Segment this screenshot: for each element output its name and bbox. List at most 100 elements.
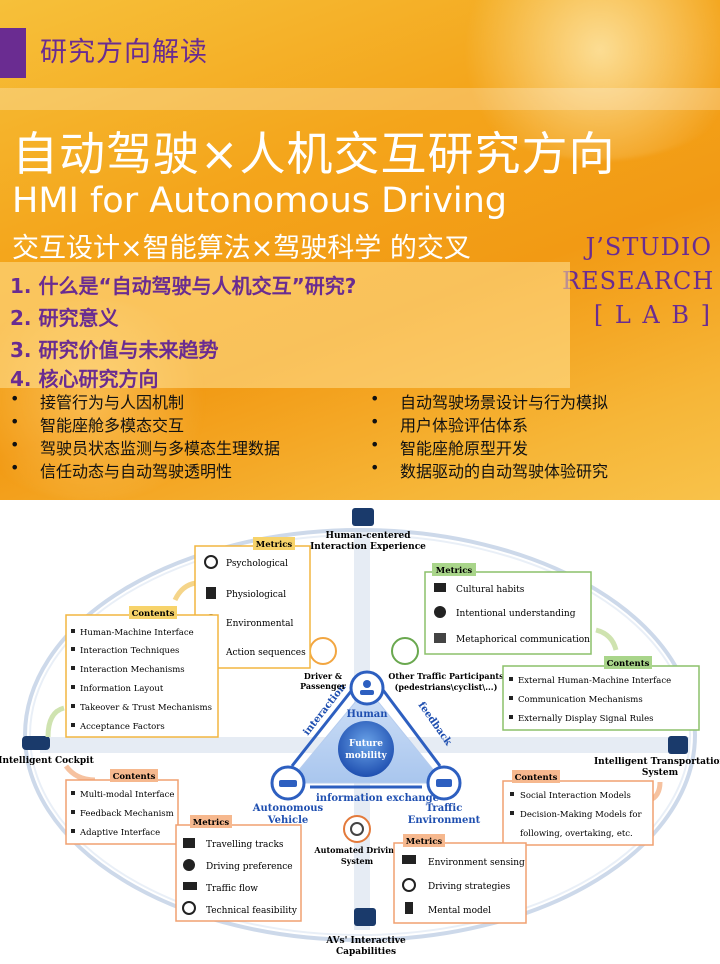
content-item: Interaction Mechanisms — [80, 665, 185, 675]
psychological-icon — [204, 555, 218, 569]
research-bullet: 驾驶员状态监测与多模态生理数据 — [10, 435, 280, 459]
contents-tab — [604, 656, 652, 669]
content-item: Adaptive Interface — [79, 828, 160, 838]
its-icon — [668, 736, 688, 754]
ads-label: Automated Driving — [313, 845, 400, 855]
bottom-label: AVs' Interactive — [325, 936, 406, 946]
connector-arc — [595, 627, 619, 651]
content-item: External Human-Machine Interface — [518, 676, 671, 686]
content-item: Communication Mechanisms — [518, 695, 643, 705]
subtitle-chinese: 交互设计×智能算法×驾驶科学 的交叉 — [12, 233, 471, 264]
human-centered-icon — [352, 508, 374, 526]
contents-tab — [512, 770, 560, 783]
metric-item: Physiological — [226, 590, 286, 600]
section-tag: 研究方向解读 — [40, 37, 208, 68]
contents-title: Contents — [113, 772, 156, 782]
research-bullet: 用户体验评估体系 — [370, 412, 528, 436]
feedback-arrow — [381, 689, 442, 767]
contents-title: Contents — [607, 659, 650, 669]
preference-icon — [183, 859, 195, 871]
strategy-icon — [402, 878, 416, 892]
top-label: Human-centered — [325, 531, 411, 541]
metric-item: Traffic flow — [206, 884, 258, 894]
metrics-tab — [253, 537, 295, 550]
mental-model-icon — [405, 902, 413, 914]
metric-item: Intentional understanding — [456, 609, 576, 619]
metrics-box-vehicle — [175, 824, 302, 922]
metric-item: Action sequences — [225, 648, 306, 658]
content-item: Human-Machine Interface — [80, 628, 194, 638]
connector-arc — [45, 705, 65, 738]
info-label: information exchange — [316, 793, 439, 804]
metric-item: Travelling tracks — [206, 840, 284, 850]
connector-arc — [172, 580, 197, 602]
research-bullet: 信任动态与自动驾驶透明性 — [10, 458, 232, 482]
header-banner: 研究方向解读 自动驾驶×人机交互研究方向 HMI for Autonomous … — [0, 0, 720, 500]
metric-item: Environmental — [226, 619, 293, 629]
lab-line: RESEARCH — [562, 267, 715, 295]
question-box — [0, 262, 570, 388]
contents-title: Contents — [132, 609, 175, 619]
others-label: Other Traffic Participants — [388, 671, 504, 681]
traffic-flow-icon — [183, 882, 197, 890]
lab-line: J’STUDIO — [585, 233, 712, 261]
metric-item: Technical feasibility — [206, 906, 298, 916]
contents-box-hmi — [65, 614, 219, 738]
outer-ellipse — [23, 528, 697, 942]
metric-item: Driving strategies — [428, 882, 511, 892]
contents-box-cockpit — [65, 779, 179, 845]
center-label: mobility — [345, 751, 387, 761]
driver-icon — [309, 637, 337, 665]
metrics-title: Metrics — [406, 837, 443, 847]
others-label: (pedestrians\cyclist\...) — [395, 682, 498, 692]
content-item: Multi-modal Interface — [80, 790, 174, 800]
research-bullet: 接管行为与人因机制 — [10, 389, 184, 413]
tracks-icon — [183, 838, 195, 848]
content-item: Interaction Techniques — [80, 646, 179, 656]
human-label: Human — [346, 709, 388, 720]
contents-tab — [129, 606, 177, 619]
capabilities-icon — [354, 908, 376, 926]
question-item: 3. 研究价值与未来趋势 — [10, 338, 219, 362]
metrics-tab — [432, 563, 476, 576]
page-title: 自动驾驶×人机交互研究方向 — [12, 127, 616, 181]
question-item: 1. 什么是“自动驾驶与人机交互”研究? — [10, 274, 357, 298]
research-bullet: 智能座舱多模态交互 — [10, 412, 184, 436]
metrics-tab — [403, 834, 445, 847]
metric-item: Driving preference — [206, 862, 293, 872]
metric-item: Mental model — [428, 906, 491, 916]
lab-line: [ L A B ] — [593, 301, 712, 329]
metrics-title: Metrics — [193, 818, 230, 828]
metric-item: Environment sensing — [428, 858, 525, 868]
content-item: Information Layout — [80, 684, 164, 694]
research-bullet: 智能座舱原型开发 — [370, 435, 528, 459]
metric-item: Psychological — [226, 559, 288, 569]
metric-item: Metaphorical communication — [456, 635, 590, 645]
metric-item: Cultural habits — [456, 585, 525, 595]
future-mobility-circle — [338, 721, 394, 777]
top-label: Interaction Experience — [310, 542, 426, 552]
culture-icon — [434, 583, 446, 592]
hmi-framework-diagram: interaction feedback information exchang… — [0, 500, 720, 960]
content-item: Takeover & Trust Mechanisms — [80, 703, 212, 713]
tag-marker — [0, 28, 26, 78]
feasibility-icon — [182, 901, 196, 915]
center-label: Future — [349, 739, 383, 749]
outer-ellipse-inner — [29, 534, 691, 936]
contents-box-external — [502, 665, 700, 731]
connector-arc — [63, 764, 96, 783]
driver-label: Driver & — [304, 671, 343, 681]
contents-tab — [110, 769, 158, 782]
research-bullet: 自动驾驶场景设计与行为模拟 — [370, 389, 608, 413]
content-item: following, overtaking, etc. — [520, 829, 633, 839]
ads-label: System — [341, 856, 374, 866]
traffic-label: Traffic — [426, 803, 463, 814]
driver-label: Passenger — [300, 681, 347, 691]
metrics-title: Metrics — [256, 540, 293, 550]
content-item: Externally Display Signal Rules — [518, 714, 654, 724]
cockpit-icon — [22, 736, 50, 750]
interaction-arrow — [290, 689, 354, 767]
question-item: 2. 研究意义 — [10, 306, 119, 330]
vehicle-label: Autonomous — [252, 803, 324, 814]
communication-icon — [434, 633, 446, 643]
